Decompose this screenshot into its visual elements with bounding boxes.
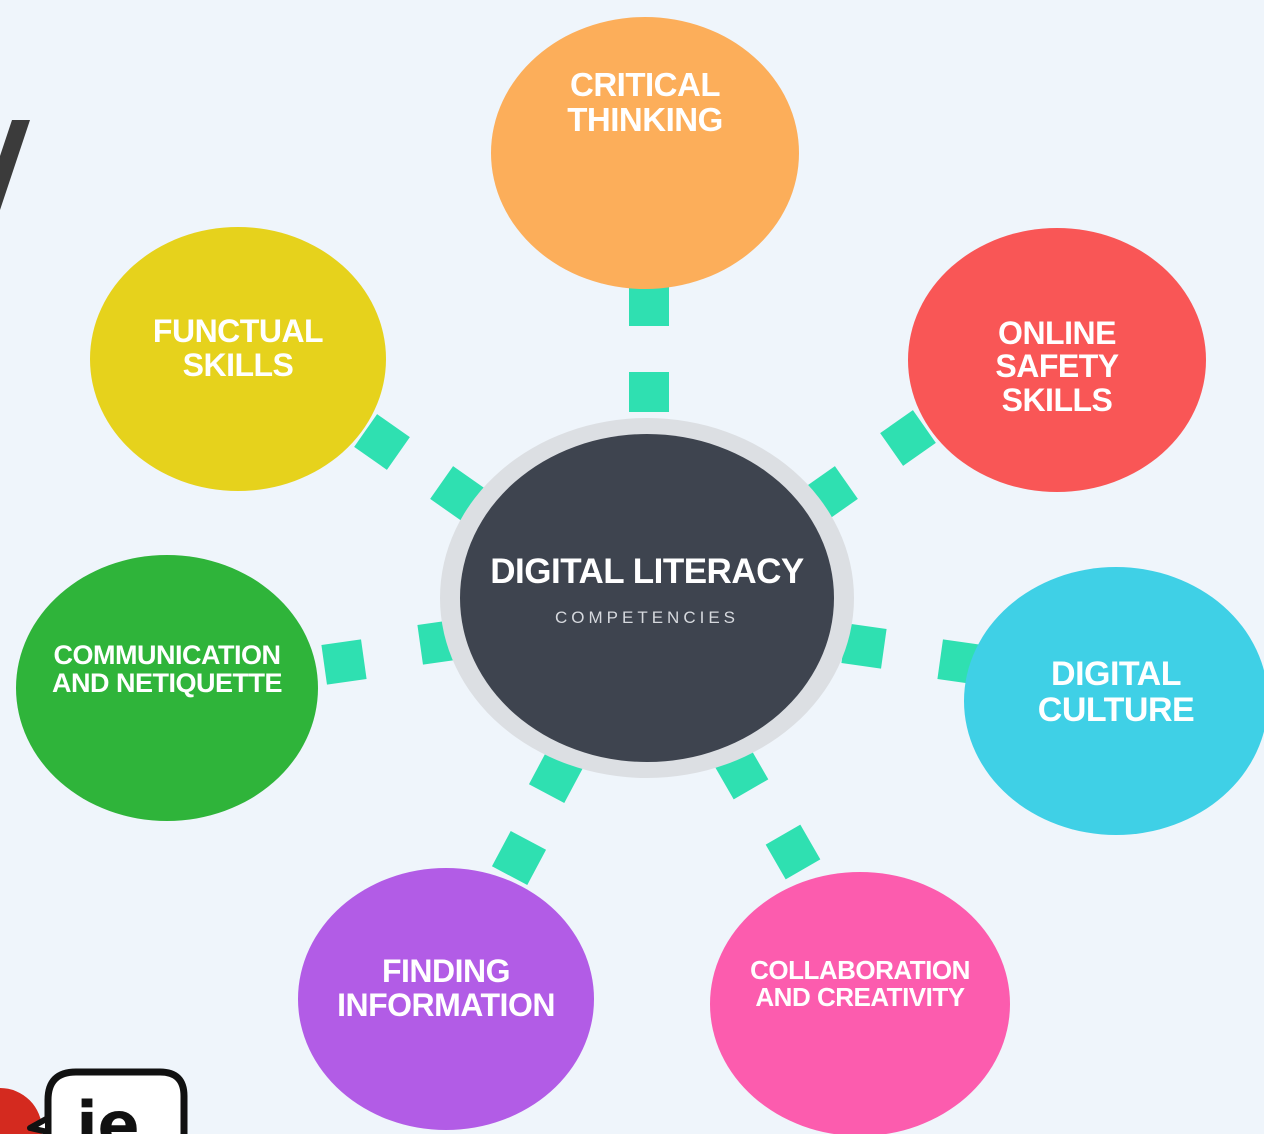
node-digital-culture-label: DIGITAL CULTURE <box>1037 655 1195 729</box>
connector-critical-thinking-inner <box>629 372 669 412</box>
node-collaboration-and-creativity: COLLABORATION AND CREATIVITY <box>710 872 1010 1134</box>
connector-collaboration-outer <box>765 824 821 880</box>
node-critical-thinking: CRITICAL THINKING <box>491 17 799 289</box>
connector-critical-thinking-outer <box>629 286 669 326</box>
node-online-safety-skills-label: ONLINE SAFETY SKILLS <box>995 314 1119 418</box>
brand-logo: ie <box>0 1068 188 1134</box>
node-communication-and-netiquette-label: COMMUNICATION AND NETIQUETTE <box>51 639 283 698</box>
logo-text: ie <box>76 1088 139 1134</box>
node-online-safety-skills: ONLINE SAFETY SKILLS <box>908 228 1206 492</box>
node-critical-thinking-label: CRITICAL THINKING <box>567 66 723 138</box>
center-title: DIGITAL LITERACY <box>490 552 804 591</box>
cropped-title-glyph <box>0 120 30 210</box>
node-collaboration-and-creativity-label: COLLABORATION AND CREATIVITY <box>750 954 970 1012</box>
node-functual-skills-label: FUNCTUAL SKILLS <box>152 313 324 383</box>
node-finding-information: FINDING INFORMATION <box>298 868 594 1130</box>
center-hub: DIGITAL LITERACY COMPETENCIES <box>460 434 834 762</box>
connector-communication-outer <box>321 639 367 685</box>
center-subtitle: COMPETENCIES <box>554 608 740 627</box>
node-functual-skills: FUNCTUAL SKILLS <box>90 227 386 491</box>
node-digital-culture: DIGITAL CULTURE <box>964 567 1264 835</box>
node-communication-and-netiquette: COMMUNICATION AND NETIQUETTE <box>16 555 318 821</box>
node-finding-information-label: FINDING INFORMATION <box>337 953 555 1023</box>
